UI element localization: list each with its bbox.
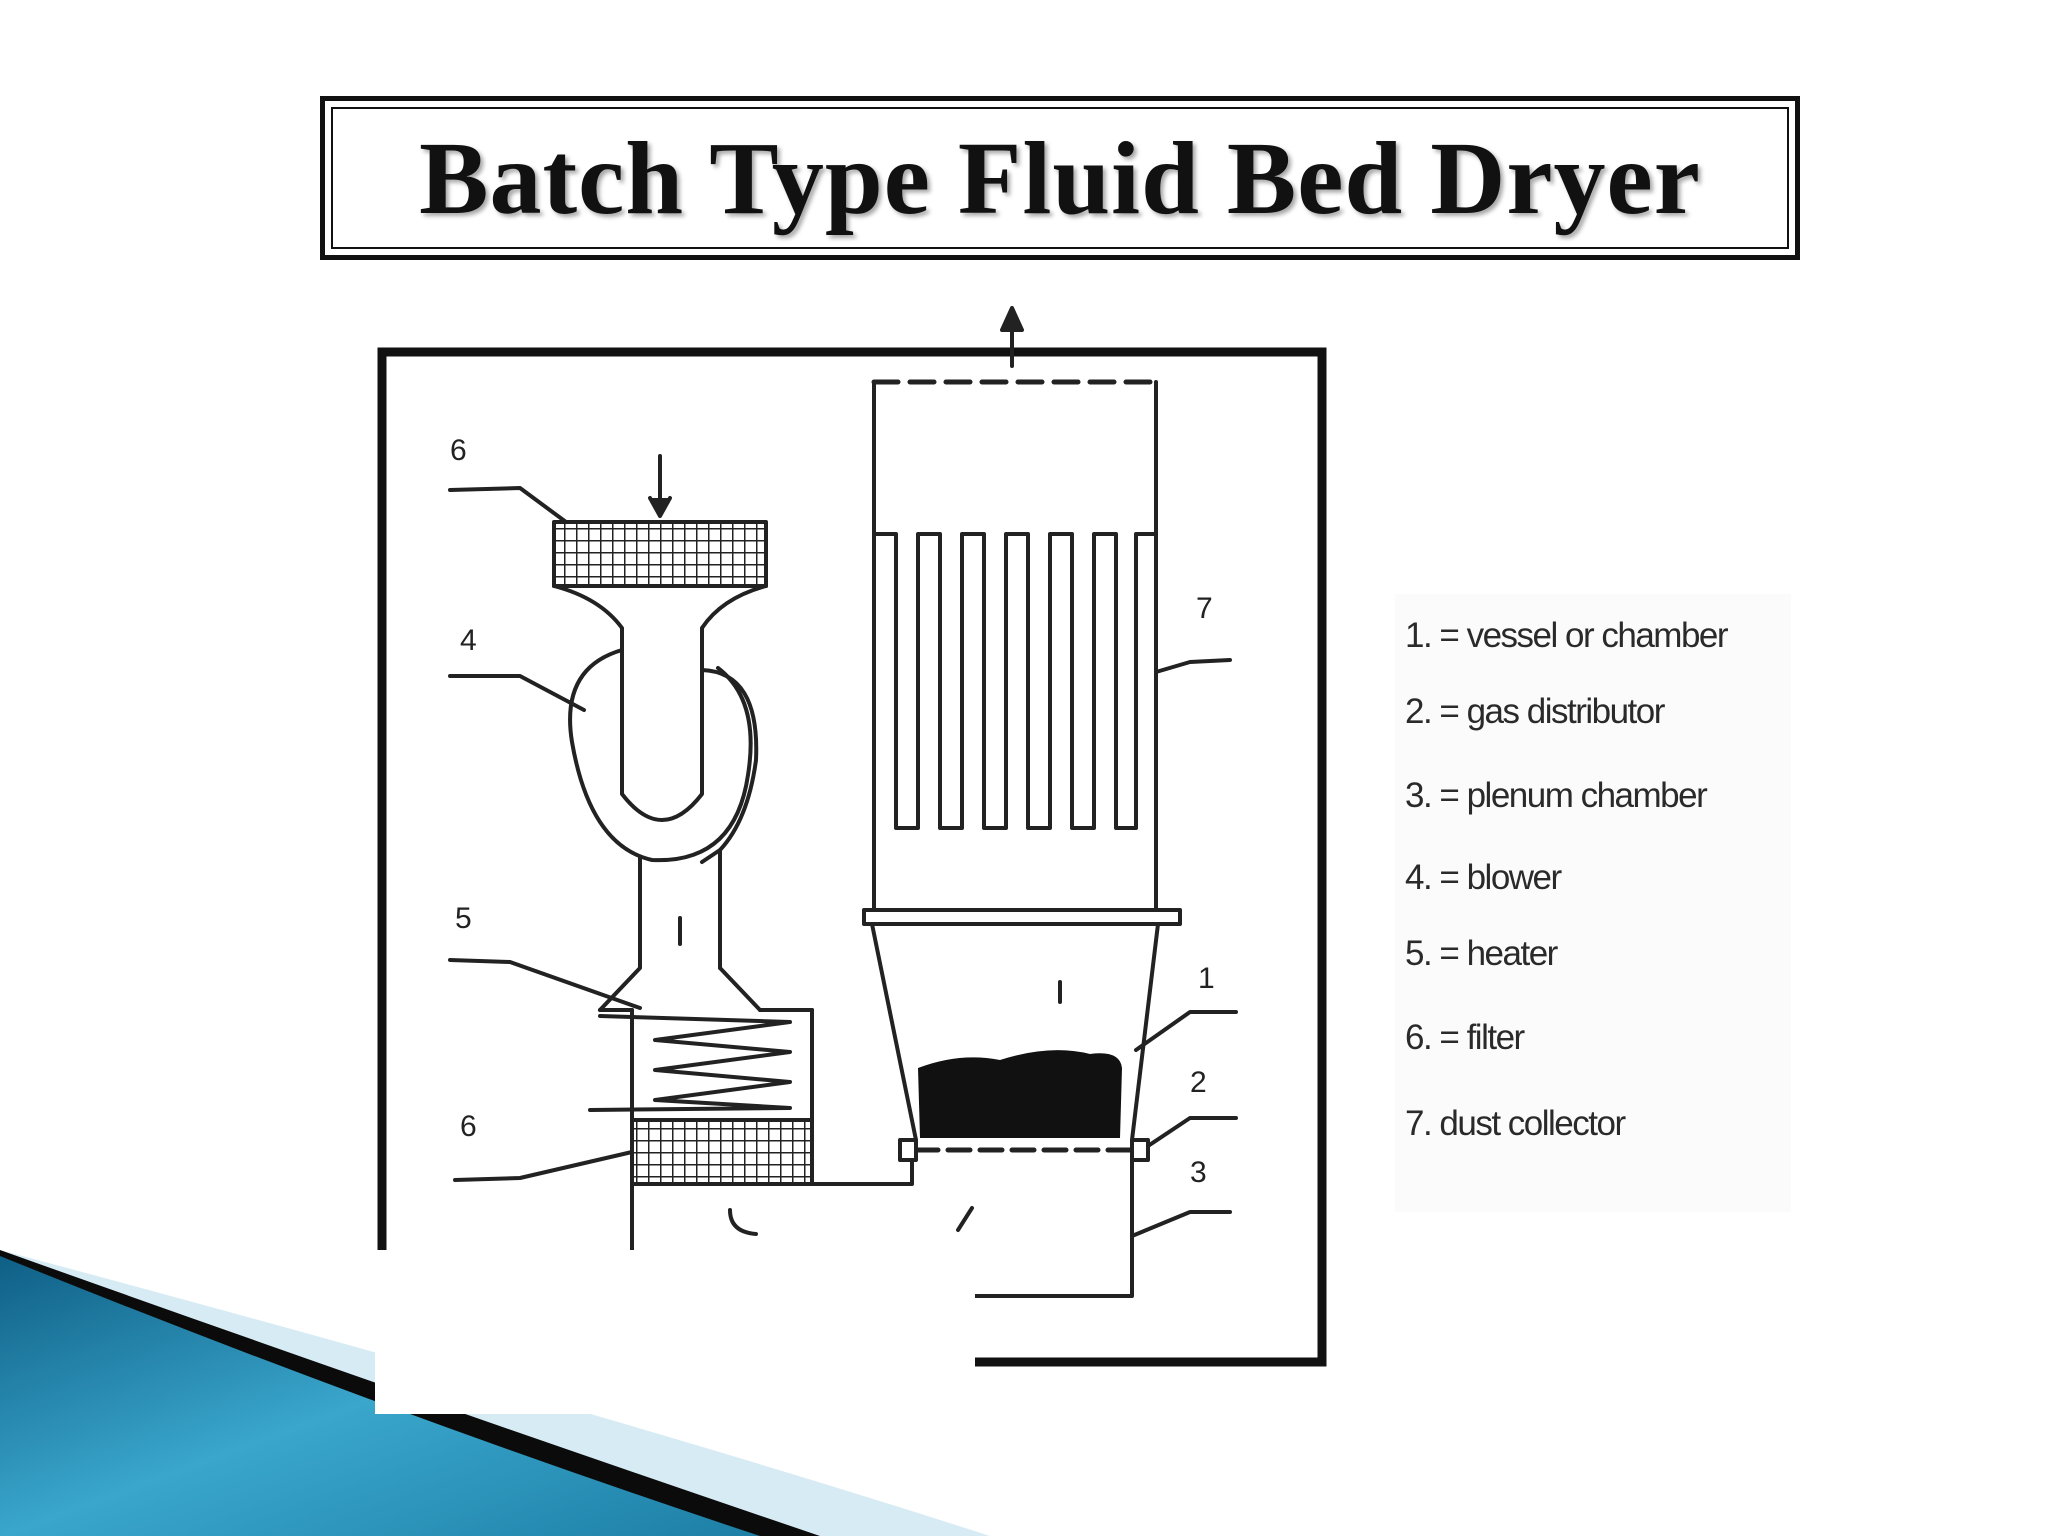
label-6-bottom: 6 <box>460 1110 477 1143</box>
leader-5 <box>448 958 642 1010</box>
blower-inlet-duct <box>552 584 768 822</box>
legend: 1. = vessel or chamber 2. = gas distribu… <box>1395 594 1791 1212</box>
corner-swoosh-decoration <box>0 1250 990 1536</box>
swoosh-teal-band <box>0 1256 760 1536</box>
label-4: 4 <box>460 624 477 657</box>
collector-flange <box>862 908 1182 926</box>
legend-item-6: 6. = filter <box>1405 1018 1525 1057</box>
diagram-frame <box>377 347 1327 1367</box>
material-bed <box>918 1050 1122 1138</box>
label-3: 3 <box>1190 1156 1207 1189</box>
exhaust-arrowhead <box>1000 306 1024 332</box>
heater-coil <box>588 1014 792 1112</box>
leader-1 <box>1134 1010 1238 1052</box>
legend-item-3: 3. = plenum chamber <box>1405 776 1708 815</box>
slide-title-frame: Batch Type Fluid Bed Dryer <box>320 96 1800 260</box>
plenum-arrow-left <box>728 1208 758 1236</box>
legend-item-5: 5. = heater <box>1405 934 1558 973</box>
legend-item-4: 4. = blower <box>1405 858 1562 897</box>
label-5: 5 <box>455 902 472 935</box>
leader-6-top <box>448 486 568 524</box>
inlet-filter <box>552 520 768 588</box>
label-1: 1 <box>1198 962 1215 995</box>
slide-title: Batch Type Fluid Bed Dryer <box>419 120 1701 236</box>
bottom-filter <box>630 1118 814 1186</box>
blower-outlet-left <box>598 856 642 1012</box>
inlet-arrowhead <box>648 496 672 518</box>
leader-4 <box>448 674 586 712</box>
leader-2 <box>1146 1116 1238 1148</box>
leader-3 <box>1130 1210 1232 1238</box>
vessel-walls <box>870 922 1160 1142</box>
label-2: 2 <box>1190 1066 1207 1099</box>
plenum-arrow-right <box>956 1206 974 1232</box>
blower-outlet-right <box>700 848 762 1012</box>
label-7: 7 <box>1196 592 1213 625</box>
blower-scroll <box>700 668 759 852</box>
legend-item-1: 1. = vessel or chamber <box>1405 616 1729 655</box>
legend-item-2: 2. = gas distributor <box>1405 692 1665 731</box>
collector-walls <box>872 380 1158 916</box>
leader-7 <box>1154 658 1232 674</box>
filter-bags <box>874 532 1156 830</box>
leader-6-bottom <box>453 1150 634 1182</box>
label-6-top: 6 <box>450 434 467 467</box>
legend-item-7: 7. dust collector <box>1405 1104 1626 1143</box>
